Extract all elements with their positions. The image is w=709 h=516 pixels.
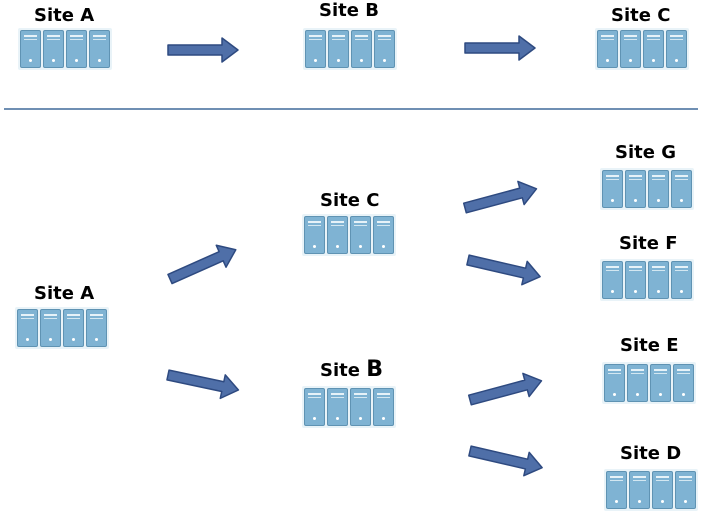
site-g-label: Site G [615,142,676,163]
site-a-servers-bottom-icon [15,307,109,349]
arrow-top-a-to-b [167,37,239,63]
site-e-servers-icon [602,362,696,404]
arrow-c-to-g [462,180,538,214]
site-c-servers-bottom-icon [302,214,396,256]
section-divider [4,108,698,110]
arrow-b-to-e [467,372,543,406]
site-b-label-top: Site B [319,0,379,21]
site-a-servers-top-icon [18,28,112,70]
site-b-servers-top-icon [303,28,397,70]
site-f-label: Site F [619,233,678,254]
site-f-servers-icon [600,259,694,301]
site-b-label-bottom: Site B [320,357,384,382]
site-a-label-bottom: Site A [34,283,95,304]
arrow-c-to-f [466,254,541,286]
arrow-b-to-d [468,445,543,477]
site-c-label-top: Site C [611,5,671,26]
site-b-prefix: Site [320,360,360,381]
site-e-label: Site E [620,335,679,356]
site-g-servers-icon [600,168,694,210]
arrow-top-b-to-c [464,35,536,61]
site-d-servers-icon [604,469,698,511]
site-c-servers-top-icon [595,28,689,70]
site-b-servers-bottom-icon [302,386,396,428]
arrow-a-to-b [166,369,240,400]
arrow-a-to-c [167,244,237,285]
site-d-label: Site D [620,443,682,464]
site-b-letter: B [366,357,384,382]
site-a-label-top: Site A [34,5,95,26]
site-c-label-bottom: Site C [320,190,380,211]
